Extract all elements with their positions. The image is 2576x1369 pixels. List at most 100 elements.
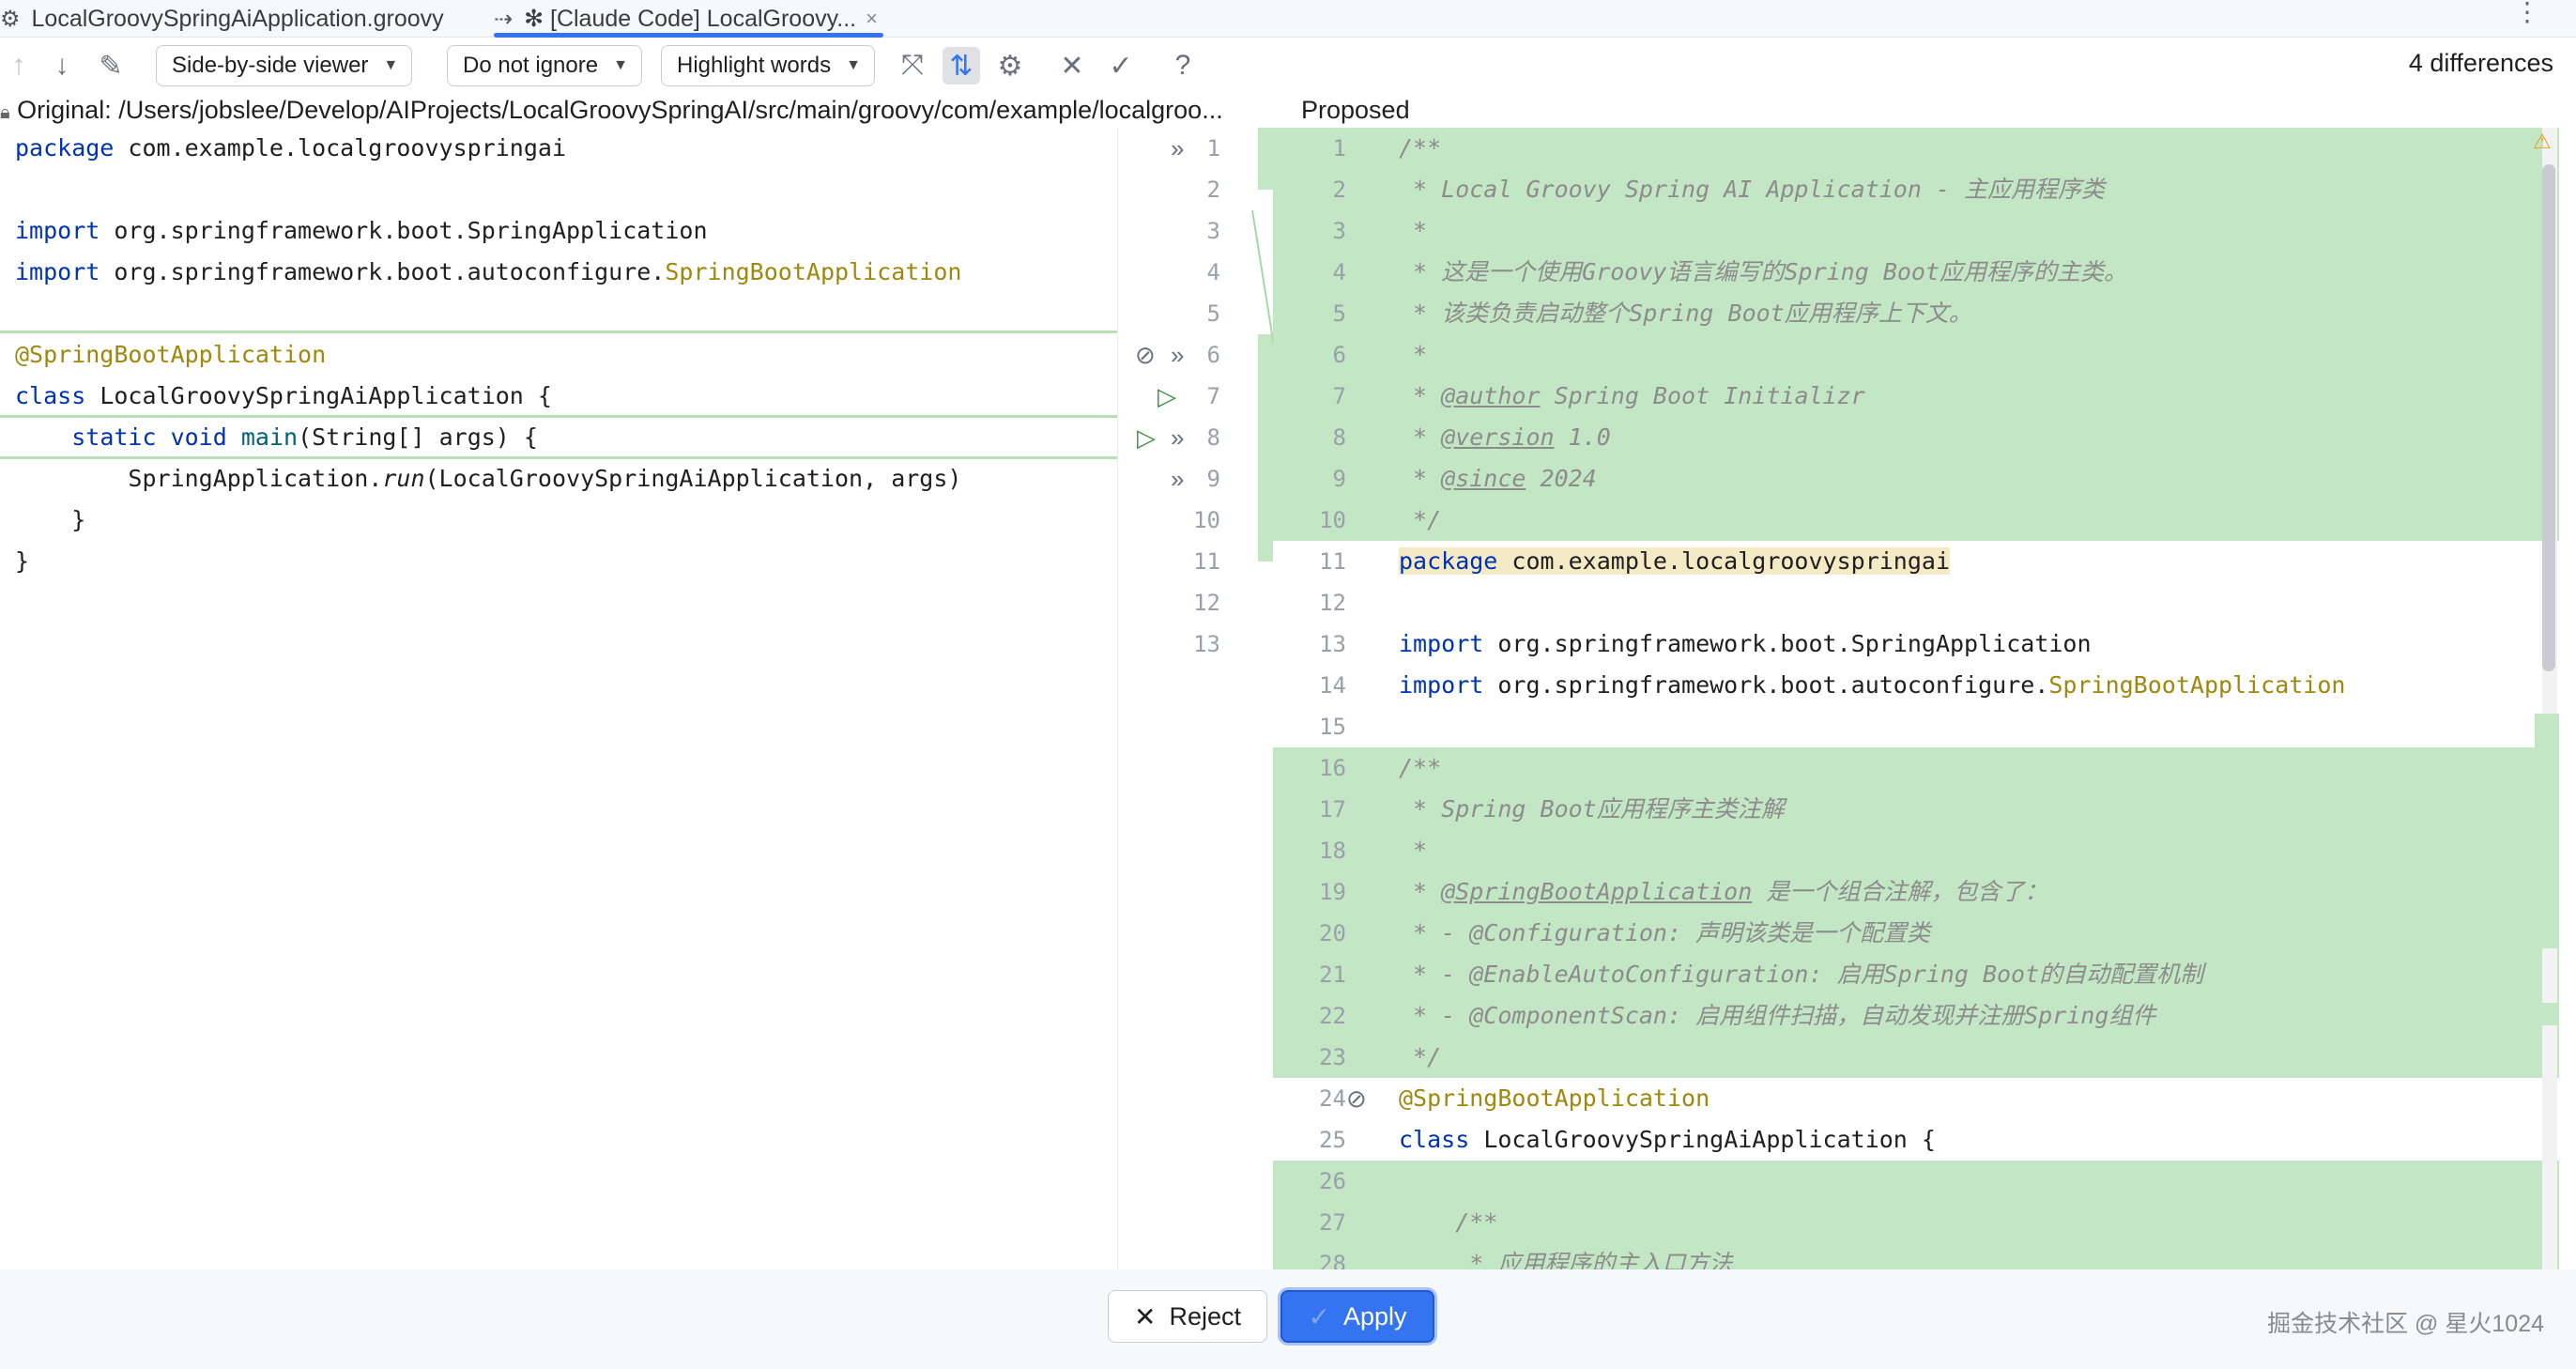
- apply-change-icon[interactable]: »: [1171, 341, 1185, 369]
- gear-icon[interactable]: ⚙: [997, 50, 1023, 82]
- apply-change-icon[interactable]: »: [1171, 465, 1185, 493]
- code-line: package com.example.localgroovyspringai: [1399, 547, 1950, 575]
- original-editor[interactable]: package com.example.localgroovyspringai …: [0, 128, 1117, 1269]
- code-line: /**: [1395, 747, 2559, 789]
- code-line: static void main(String[] args) {: [71, 423, 538, 451]
- code-line: * @author Spring Boot Initializr: [1395, 376, 2559, 417]
- line-number: 22: [1273, 995, 1395, 1037]
- highlight-label: Highlight words: [677, 53, 832, 78]
- line-number: 3: [1206, 218, 1220, 244]
- code-line: @SpringBootApplication: [1399, 1084, 1710, 1112]
- collapse-unchanged-icon[interactable]: ⤧: [901, 50, 924, 81]
- line-number: 23: [1273, 1037, 1395, 1078]
- line-number: 10: [1273, 500, 1395, 541]
- line-number: 2: [1206, 177, 1220, 203]
- code-line: import org.springframework.boot.autoconf…: [1399, 671, 2346, 699]
- line-number: 5: [1273, 293, 1395, 334]
- line-number: 19: [1273, 871, 1395, 913]
- code-line: @SpringBootApplication: [15, 341, 327, 368]
- change-marker: [0, 415, 1117, 418]
- tab-bar: ⚙ LocalGroovySpringAiApplication.groovy …: [0, 0, 2576, 38]
- next-difference-icon[interactable]: ↓: [54, 50, 69, 81]
- code-line: /**: [1395, 128, 2559, 169]
- code-line: package com.example.localgroovyspringai: [15, 134, 566, 162]
- code-line: */: [1395, 1037, 2559, 1078]
- code-line: *: [1395, 210, 2559, 252]
- line-number: 24: [1319, 1085, 1346, 1112]
- change-marker: [0, 456, 1117, 459]
- code-line: *: [1395, 830, 2559, 871]
- line-number: 8: [1206, 424, 1220, 451]
- close-icon: ✕: [1134, 1301, 1157, 1331]
- no-bean-icon[interactable]: ⊘: [1135, 341, 1156, 369]
- code-line: import org.springframework.boot.autoconf…: [15, 258, 962, 285]
- warning-icon[interactable]: ⚠: [2533, 130, 2552, 153]
- previous-difference-icon[interactable]: ↑: [11, 50, 26, 81]
- line-number: 1: [1273, 128, 1395, 169]
- viewer-mode-label: Side-by-side viewer: [172, 53, 369, 78]
- diff-icon: ⇢: [494, 6, 514, 32]
- line-number: 9: [1206, 466, 1220, 492]
- line-number: 7: [1273, 376, 1395, 417]
- code-line: *: [1395, 334, 2559, 376]
- code-line: * 应用程序的主入口方法: [1395, 1243, 2559, 1269]
- line-number: 7: [1206, 383, 1220, 409]
- close-icon[interactable]: ×: [866, 7, 878, 30]
- code-line: /**: [1395, 1202, 2559, 1243]
- line-number: 5: [1206, 300, 1220, 327]
- code-line: import org.springframework.boot.SpringAp…: [15, 217, 708, 244]
- chevron-down-icon: ▼: [383, 57, 399, 73]
- original-file-path: Original: /Users/jobslee/Develop/AIProje…: [17, 96, 1223, 124]
- scrollbar-thumb[interactable]: [2542, 164, 2555, 671]
- line-number: 18: [1273, 830, 1395, 871]
- reject-button[interactable]: ✕ Reject: [1108, 1290, 1267, 1343]
- help-icon[interactable]: ?: [1174, 50, 1191, 81]
- apply-label: Apply: [1342, 1301, 1407, 1331]
- code-line: * - @Configuration: 声明该类是一个配置类: [1395, 913, 2559, 954]
- tab-groovy-file[interactable]: ⚙ LocalGroovySpringAiApplication.groovy: [0, 0, 444, 38]
- code-line: * @since 2024: [1395, 458, 2559, 500]
- ignore-label: Do not ignore: [463, 53, 599, 78]
- line-number: 13: [1193, 631, 1220, 657]
- diff-toolbar: ↑ ↓ ✎ Side-by-side viewer ▼ Do not ignor…: [0, 38, 2576, 96]
- line-number: 2: [1273, 169, 1395, 210]
- line-number: 10: [1193, 507, 1220, 533]
- code-line: }: [15, 506, 86, 533]
- edit-source-icon[interactable]: ✎: [99, 50, 123, 82]
- highlight-mode-dropdown[interactable]: Highlight words ▼: [661, 45, 875, 86]
- line-number: 25: [1319, 1127, 1346, 1153]
- line-number: 27: [1273, 1202, 1395, 1243]
- tab-label: LocalGroovySpringAiApplication.groovy: [31, 5, 444, 32]
- line-number: 11: [1193, 548, 1220, 575]
- line-number: 12: [1319, 590, 1346, 616]
- sync-scroll-icon[interactable]: ⇅: [943, 47, 980, 85]
- code-line: * Local Groovy Spring AI Application - 主…: [1395, 169, 2559, 210]
- no-bean-icon[interactable]: ⊘: [1346, 1084, 1367, 1113]
- line-number: 3: [1273, 210, 1395, 252]
- proposed-editor[interactable]: /** * Local Groovy Spring AI Application…: [1395, 128, 2559, 1269]
- differences-count: 4 differences: [2408, 49, 2553, 77]
- line-number: 26: [1273, 1161, 1395, 1202]
- apply-change-icon[interactable]: »: [1171, 423, 1185, 452]
- run-icon[interactable]: ▷: [1137, 423, 1156, 452]
- line-number: 4: [1273, 252, 1395, 293]
- code-line: [1395, 1161, 2559, 1202]
- code-line: * @SpringBootApplication 是一个组合注解，包含了：: [1395, 871, 2559, 913]
- apply-button[interactable]: ✓ Apply: [1280, 1290, 1434, 1343]
- run-icon[interactable]: ▷: [1158, 382, 1176, 410]
- proposed-gutter: 1 2 3 4 5 6 7 8 9 10 11 12 13 14 15 16 1…: [1273, 128, 1395, 1284]
- proposed-header: Proposed: [1301, 96, 1410, 124]
- line-number: 20: [1273, 913, 1395, 954]
- more-tabs-icon[interactable]: ⋮: [2514, 0, 2540, 26]
- accept-all-icon[interactable]: ✓: [1109, 50, 1133, 82]
- original-gutter: 1 2 3 4 5 6 7 8 9 10 11 12 13 » ⊘ » ▷ ▷ …: [1117, 128, 1258, 1269]
- line-number: 16: [1273, 747, 1395, 789]
- line-number: 4: [1206, 259, 1220, 285]
- viewer-mode-dropdown[interactable]: Side-by-side viewer ▼: [156, 45, 413, 86]
- whitespace-ignore-dropdown[interactable]: Do not ignore ▼: [447, 45, 642, 86]
- reject-all-icon[interactable]: ✕: [1060, 50, 1084, 82]
- apply-change-icon[interactable]: »: [1171, 134, 1185, 162]
- line-number: 14: [1319, 672, 1346, 699]
- tab-claude-diff[interactable]: ⇢ ✻ [Claude Code] LocalGroovy... ×: [494, 0, 883, 38]
- line-number: 6: [1206, 342, 1220, 368]
